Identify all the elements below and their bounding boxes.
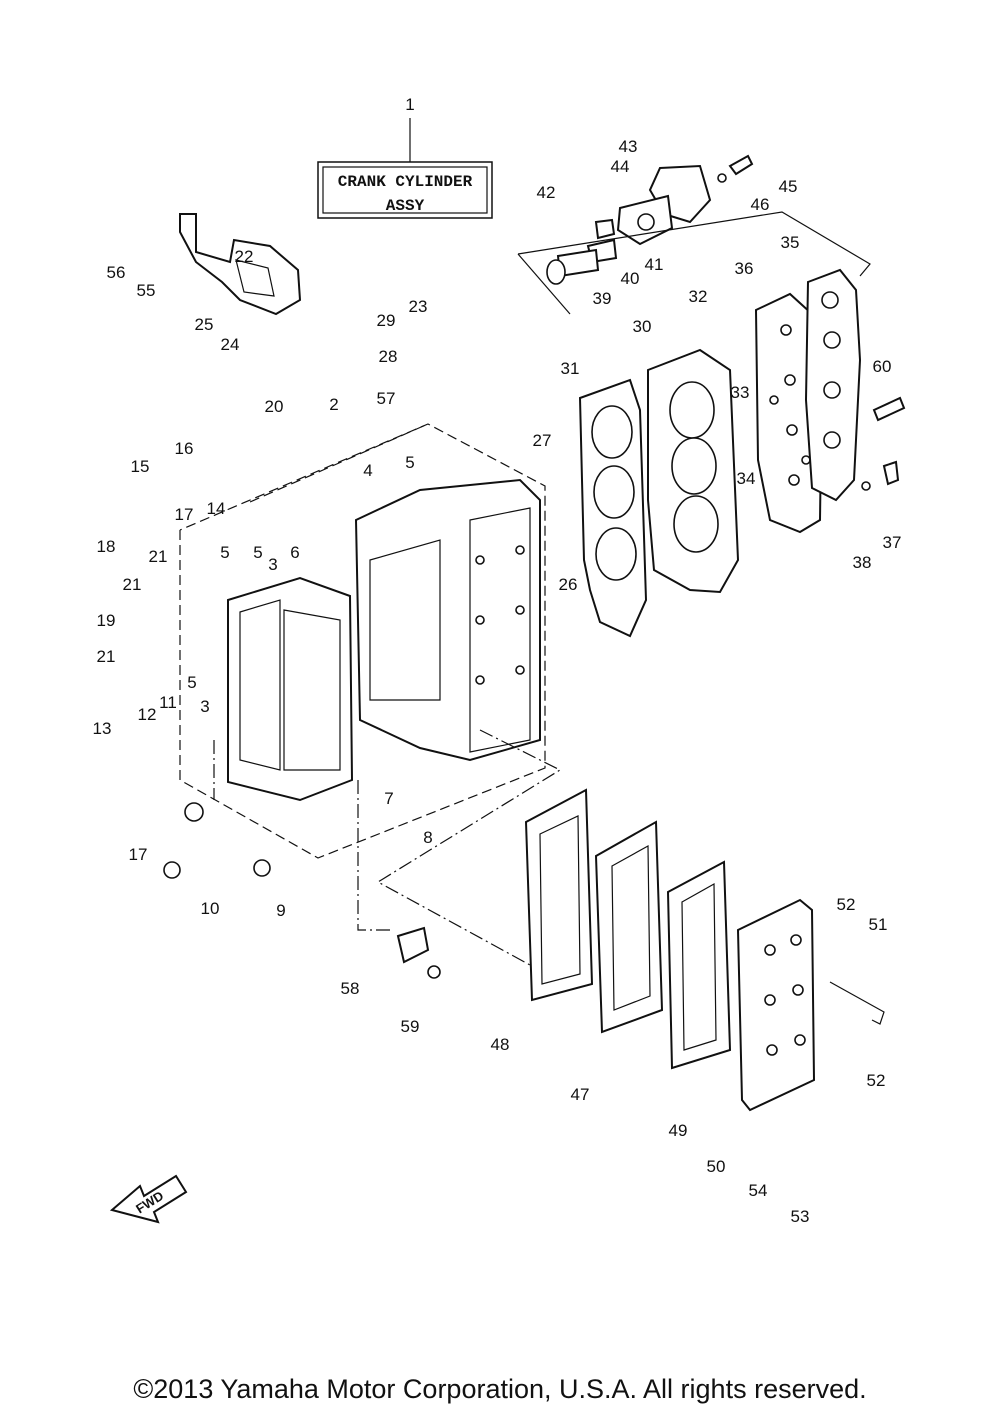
callout-23: 23 — [409, 297, 428, 316]
exhaust-plate-47 — [594, 820, 664, 1034]
callout-27: 27 — [533, 431, 552, 450]
fwd-arrow: FWD — [109, 1174, 188, 1224]
spark-plug-60 — [872, 396, 906, 422]
callout-49: 49 — [669, 1121, 688, 1140]
callout-32: 32 — [689, 287, 708, 306]
callout-21: 21 — [123, 575, 142, 594]
callout-50: 50 — [707, 1157, 726, 1176]
callout-56: 56 — [107, 263, 126, 282]
callout-58: 58 — [341, 979, 360, 998]
callout-39: 39 — [593, 289, 612, 308]
small-parts — [163, 802, 441, 979]
callout-20: 20 — [265, 397, 284, 416]
callout-5: 5 — [405, 453, 414, 472]
callout-3: 3 — [200, 697, 209, 716]
callout-31: 31 — [561, 359, 580, 378]
callout-51: 51 — [869, 915, 888, 934]
callout-11: 11 — [159, 693, 177, 712]
assy-label-line1: CRANK CYLINDER — [338, 173, 473, 191]
callout-57: 57 — [377, 389, 396, 408]
callout-35: 35 — [781, 233, 800, 252]
callout-59: 59 — [401, 1017, 420, 1036]
callout-53: 53 — [791, 1207, 810, 1226]
callout-55: 55 — [137, 281, 156, 300]
head-gasket-31 — [578, 378, 648, 638]
crankcase — [354, 478, 541, 762]
callout-52: 52 — [837, 895, 856, 914]
callout-21: 21 — [149, 547, 168, 566]
assy-label-line2: ASSY — [386, 197, 425, 215]
callout-47: 47 — [571, 1085, 590, 1104]
callout-17: 17 — [129, 845, 148, 864]
callout-7: 7 — [384, 789, 393, 808]
callout-9: 9 — [276, 901, 285, 920]
callout-6: 6 — [290, 543, 299, 562]
assembly-outline — [179, 423, 546, 859]
callout-44: 44 — [611, 157, 630, 176]
copyright-notice: ©2013 Yamaha Motor Corporation, U.S.A. A… — [133, 1374, 867, 1404]
callout-29: 29 — [377, 311, 396, 330]
head-cover-gasket-36 — [754, 292, 824, 534]
callout-38: 38 — [853, 553, 872, 572]
callout-5: 5 — [220, 543, 229, 562]
callout-5: 5 — [253, 543, 262, 562]
callout-40: 40 — [621, 269, 640, 288]
callout-8: 8 — [423, 828, 432, 847]
cylinder-block — [227, 576, 354, 802]
thermostat-cover-group — [517, 154, 871, 315]
connector-lines — [213, 729, 562, 966]
bracket-55 — [179, 213, 302, 316]
callout-48: 48 — [491, 1035, 510, 1054]
exhaust-gasket-48 — [524, 788, 594, 1002]
callout-10: 10 — [201, 899, 220, 918]
callout-26: 26 — [559, 575, 578, 594]
exhaust-gasket-49 — [666, 860, 732, 1070]
callout-13: 13 — [93, 719, 112, 738]
callout-14: 14 — [207, 499, 226, 518]
callout-3: 3 — [268, 555, 277, 574]
callout-28: 28 — [379, 347, 398, 366]
callout-12: 12 — [138, 705, 157, 724]
callout-18: 18 — [97, 537, 116, 556]
callout-37: 37 — [883, 533, 902, 552]
callout-17: 17 — [175, 505, 194, 524]
callout-52: 52 — [867, 1071, 886, 1090]
bolt-37 — [861, 460, 900, 491]
callout-42: 42 — [537, 183, 556, 202]
callout-25: 25 — [195, 315, 214, 334]
callout-5: 5 — [187, 673, 196, 692]
cylinder-head-30 — [647, 348, 740, 594]
hose-51 — [829, 981, 885, 1025]
callout-45: 45 — [779, 177, 798, 196]
callout-36: 36 — [735, 259, 754, 278]
head-cover-35 — [804, 268, 862, 502]
callout-4: 4 — [363, 461, 372, 480]
callout-21: 21 — [97, 647, 116, 666]
callout-33: 33 — [731, 383, 750, 402]
callout-24: 24 — [221, 335, 240, 354]
assy-label-box: CRANK CYLINDER ASSY — [317, 118, 493, 219]
callout-16: 16 — [175, 439, 194, 458]
callout-15: 15 — [131, 457, 150, 476]
callout-22: 22 — [235, 247, 254, 266]
callout-1: 1 — [405, 95, 414, 114]
callout-41: 41 — [645, 255, 664, 274]
callout-60: 60 — [873, 357, 892, 376]
callout-2: 2 — [329, 395, 338, 414]
callout-30: 30 — [633, 317, 652, 336]
callout-34: 34 — [737, 469, 756, 488]
callout-19: 19 — [97, 611, 116, 630]
exhaust-cover-50 — [736, 898, 816, 1112]
callout-54: 54 — [749, 1181, 768, 1200]
callout-46: 46 — [751, 195, 770, 214]
callout-43: 43 — [619, 137, 638, 156]
